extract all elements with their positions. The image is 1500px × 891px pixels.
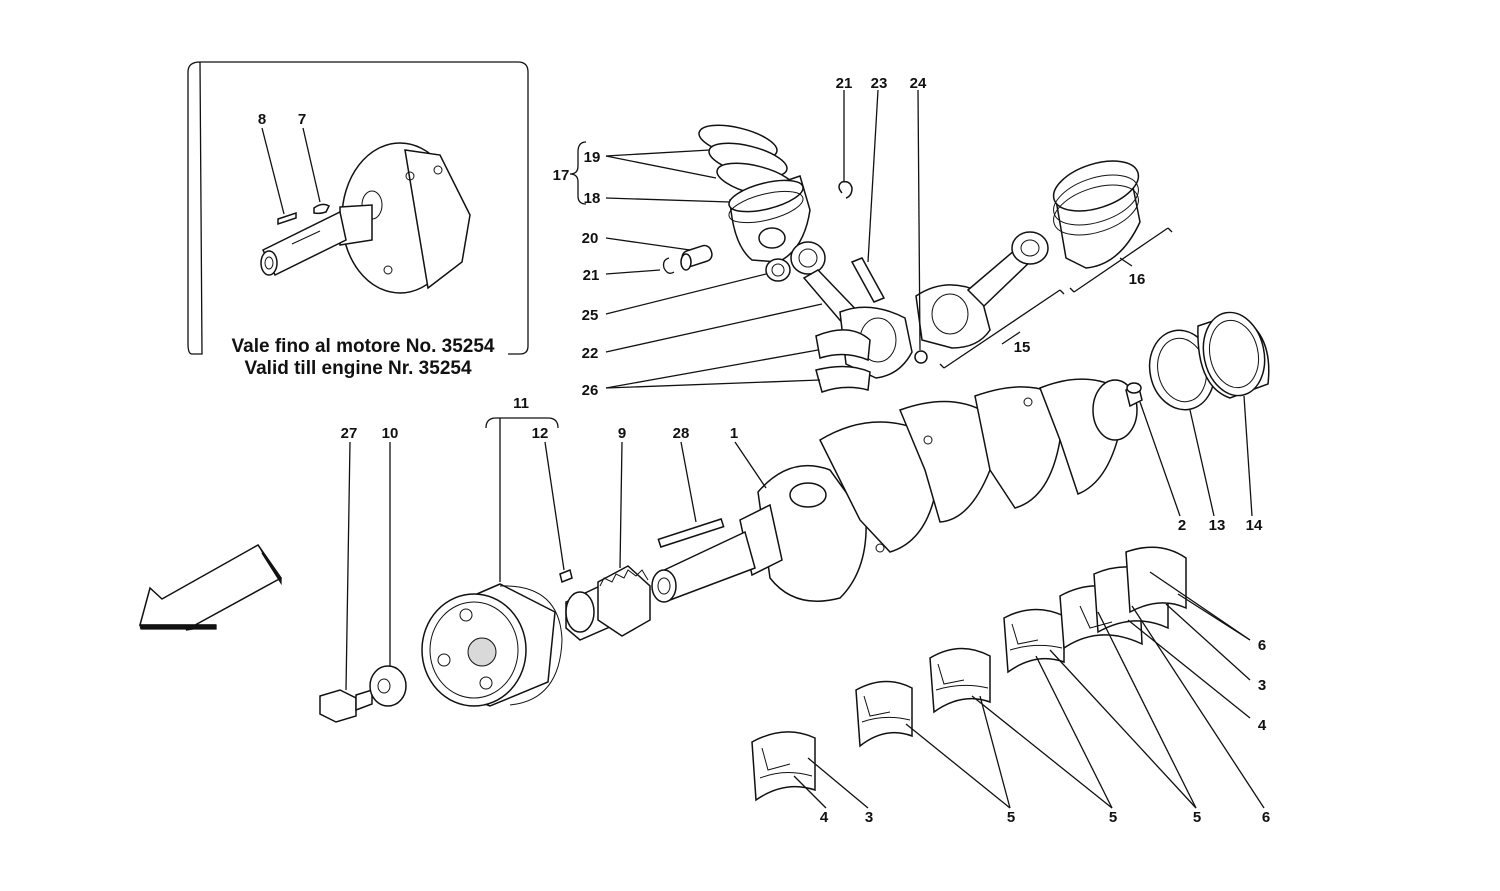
inset-crankshaft-end [260, 142, 471, 294]
callout-18: 18 [584, 190, 601, 207]
rod-nut-24 [914, 350, 928, 364]
callout-24: 24 [910, 75, 927, 92]
callout-26: 26 [582, 382, 599, 399]
inset-woodruff-key-7 [313, 203, 330, 215]
pulley-11 [421, 583, 563, 707]
inset-key-8 [277, 211, 297, 226]
bearing-shell-set-3 [929, 647, 991, 714]
front-direction-arrow [139, 544, 283, 631]
callout-15: 15 [1014, 339, 1031, 356]
callout-23: 23 [871, 75, 888, 92]
inset-caption-italian: Vale fino al motore No. 35254 [232, 336, 495, 357]
inset-panel: Vale fino al motore No. 35254 Valid till… [187, 61, 529, 379]
callout-8: 8 [258, 111, 266, 128]
callout-5-third: 5 [1193, 809, 1201, 826]
callout-9: 9 [618, 425, 626, 442]
callout-5-second: 5 [1109, 809, 1117, 826]
callout-20: 20 [582, 230, 599, 247]
circlip-21-top [838, 180, 853, 199]
inset-caption-english: Valid till engine Nr. 35254 [244, 358, 471, 379]
rod-bolt-23 [850, 257, 886, 303]
bearing-shell-set-2 [855, 680, 913, 748]
key-28 [657, 518, 725, 548]
seal-carrier-14 [1197, 311, 1270, 399]
leader-lines [345, 89, 1265, 809]
callout-25: 25 [582, 307, 599, 324]
pin-12 [559, 568, 573, 584]
bearing-shell-26-lower [815, 365, 871, 393]
small-end-bush-25 [765, 258, 791, 282]
callout-21-top: 21 [836, 75, 853, 92]
bolt-27 [319, 688, 373, 723]
connecting-rod-assembly-15 [915, 231, 1049, 349]
bearing-shell-set-4 [1003, 608, 1065, 674]
callout-3-bottom: 3 [865, 809, 873, 826]
bearing-shell-set-1 [751, 731, 816, 802]
callout-3-right: 3 [1258, 677, 1266, 694]
callout-labels: 21 23 24 19 17 18 20 21 25 22 26 15 16 1… [341, 75, 1271, 826]
callout-21-left: 21 [583, 267, 600, 284]
callout-10: 10 [382, 425, 399, 442]
callout-6-right: 6 [1258, 637, 1266, 654]
piston-pin-end [680, 253, 692, 271]
connecting-rod-22 [790, 241, 913, 379]
timing-gear-9 [565, 565, 651, 641]
callout-6-bottom: 6 [1262, 809, 1270, 826]
washer-10 [369, 665, 407, 707]
piston-assembly [698, 124, 811, 263]
callout-17: 17 [553, 167, 570, 184]
callout-7: 7 [298, 111, 306, 128]
callout-28: 28 [673, 425, 690, 442]
callout-4-bottom: 4 [820, 809, 829, 826]
callout-19: 19 [584, 149, 601, 166]
callout-13: 13 [1209, 517, 1226, 534]
callout-2: 2 [1178, 517, 1186, 534]
callout-1: 1 [730, 425, 738, 442]
crankshaft [651, 378, 1138, 603]
piston-assembly-16 [1052, 160, 1141, 269]
circlip-21-left [662, 257, 675, 274]
callout-14: 14 [1246, 517, 1263, 534]
callout-4-right: 4 [1258, 717, 1267, 734]
thrust-bearing-set [1059, 546, 1187, 650]
callout-12: 12 [532, 425, 549, 442]
callout-27: 27 [341, 425, 358, 442]
callout-11: 11 [513, 395, 529, 412]
callout-16: 16 [1129, 271, 1146, 288]
callout-5-first: 5 [1007, 809, 1015, 826]
bearing-shell-26-upper [815, 329, 871, 362]
callout-22: 22 [582, 345, 599, 362]
